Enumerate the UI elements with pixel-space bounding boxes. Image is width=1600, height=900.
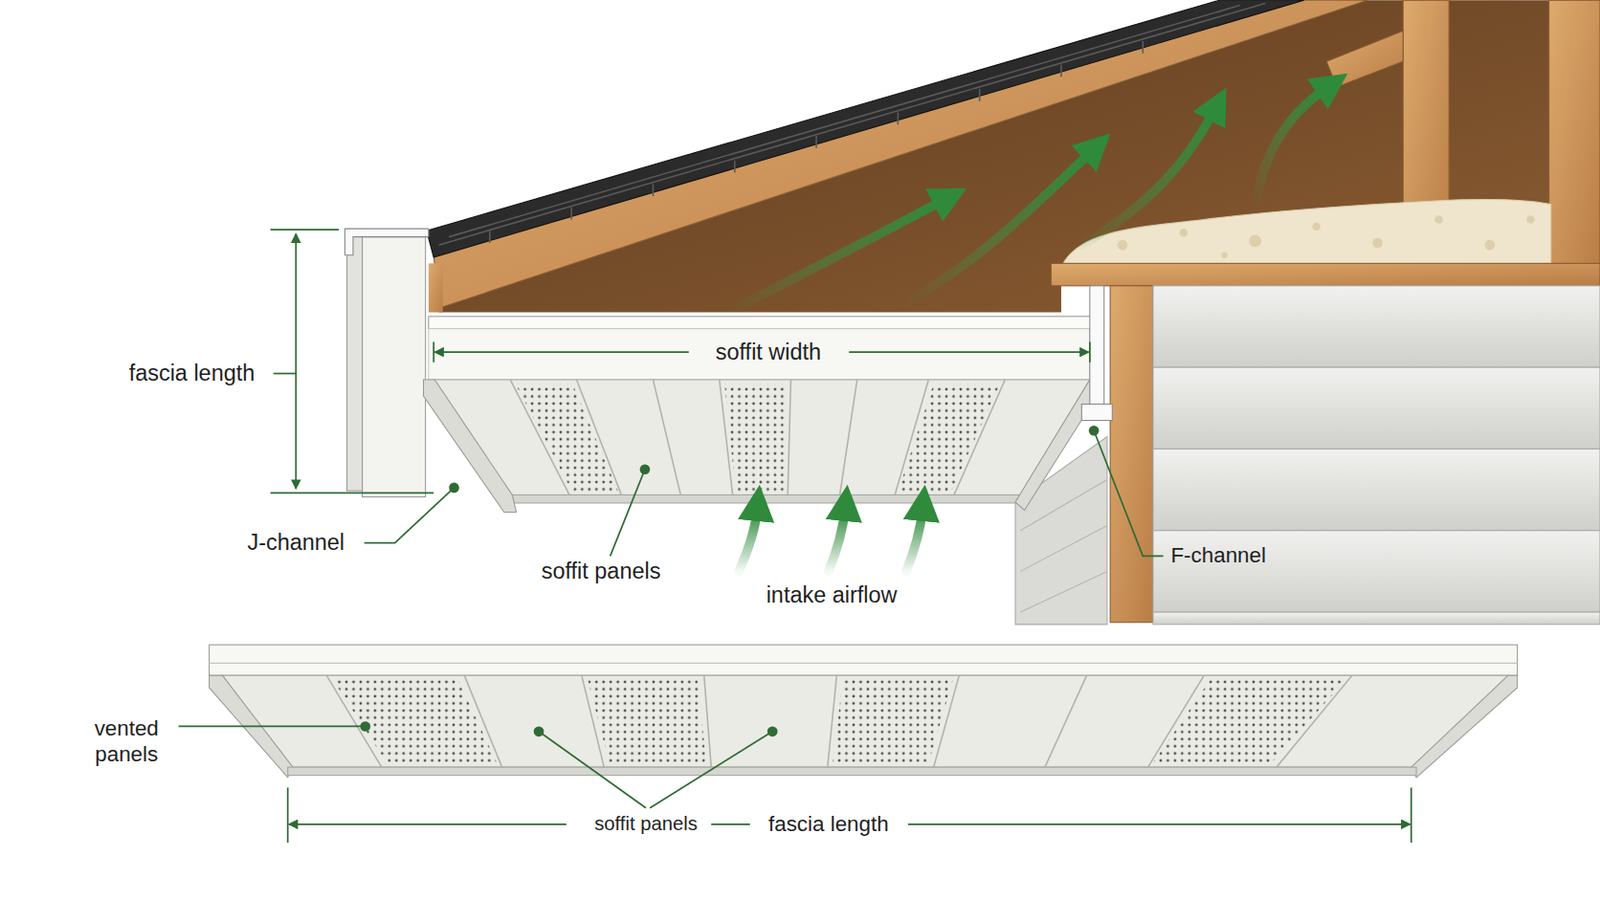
panel-seams bbox=[510, 379, 1005, 495]
top-plate bbox=[1050, 263, 1600, 286]
shingle-lines bbox=[439, 2, 1267, 245]
roof-shingles bbox=[426, 0, 1305, 258]
leader-lines bbox=[364, 430, 1164, 556]
detail-trim-right bbox=[1411, 675, 1518, 778]
vented-strip bbox=[897, 383, 1000, 492]
soffit-edge bbox=[510, 494, 1021, 504]
dimension-label: soffit width bbox=[715, 338, 822, 366]
vented-strip bbox=[333, 679, 498, 763]
part-label: soffit panels bbox=[594, 811, 698, 835]
soffit-panels bbox=[433, 379, 1090, 495]
detail-leaders bbox=[178, 726, 774, 808]
soffit-top-rail bbox=[428, 316, 1097, 330]
vented-strip bbox=[1153, 679, 1347, 763]
attic-airflow bbox=[739, 88, 1327, 307]
dimension-label: fascia length bbox=[768, 811, 889, 838]
part-label: J-channel bbox=[246, 529, 345, 556]
detail-panels bbox=[222, 675, 1509, 768]
vented-strip bbox=[724, 383, 786, 492]
detail-dots bbox=[359, 721, 778, 737]
j-channel bbox=[423, 379, 517, 513]
fascia-side bbox=[347, 230, 363, 491]
fascia-board bbox=[362, 237, 426, 498]
detail-rail bbox=[209, 644, 1518, 676]
detail-dimension bbox=[288, 787, 1412, 844]
detail-seams bbox=[326, 675, 1353, 768]
brace bbox=[1326, 30, 1403, 88]
j-channel-right bbox=[1015, 379, 1103, 511]
part-label: soffit panels bbox=[541, 557, 662, 585]
airflow-label: intake airflow bbox=[766, 581, 898, 609]
drip-edge bbox=[344, 228, 428, 256]
detail-edge bbox=[288, 767, 1417, 777]
intake-airflow bbox=[738, 510, 923, 572]
f-channel bbox=[1089, 286, 1105, 420]
dimension-label: fascia length bbox=[129, 359, 256, 387]
wall-framing bbox=[1110, 286, 1154, 623]
part-label: vented panels bbox=[83, 716, 170, 769]
attic-space bbox=[439, 0, 1600, 312]
lower-wall-lines bbox=[1020, 479, 1108, 613]
detail-rail-line bbox=[209, 663, 1518, 665]
dimension-lines bbox=[270, 229, 1090, 493]
sub-fascia bbox=[428, 263, 444, 312]
wall-stud bbox=[1549, 0, 1600, 267]
vented-strip bbox=[832, 679, 954, 763]
rafter bbox=[433, 0, 1368, 309]
vented-strip bbox=[587, 679, 707, 763]
vented-strip bbox=[514, 383, 619, 492]
insulation-texture bbox=[1117, 215, 1535, 259]
leader-dots bbox=[448, 425, 1099, 493]
part-label: F-channel bbox=[1170, 543, 1267, 570]
siding bbox=[1153, 286, 1600, 625]
f-channel-lip bbox=[1081, 404, 1112, 422]
soffit-backing bbox=[428, 329, 1090, 380]
